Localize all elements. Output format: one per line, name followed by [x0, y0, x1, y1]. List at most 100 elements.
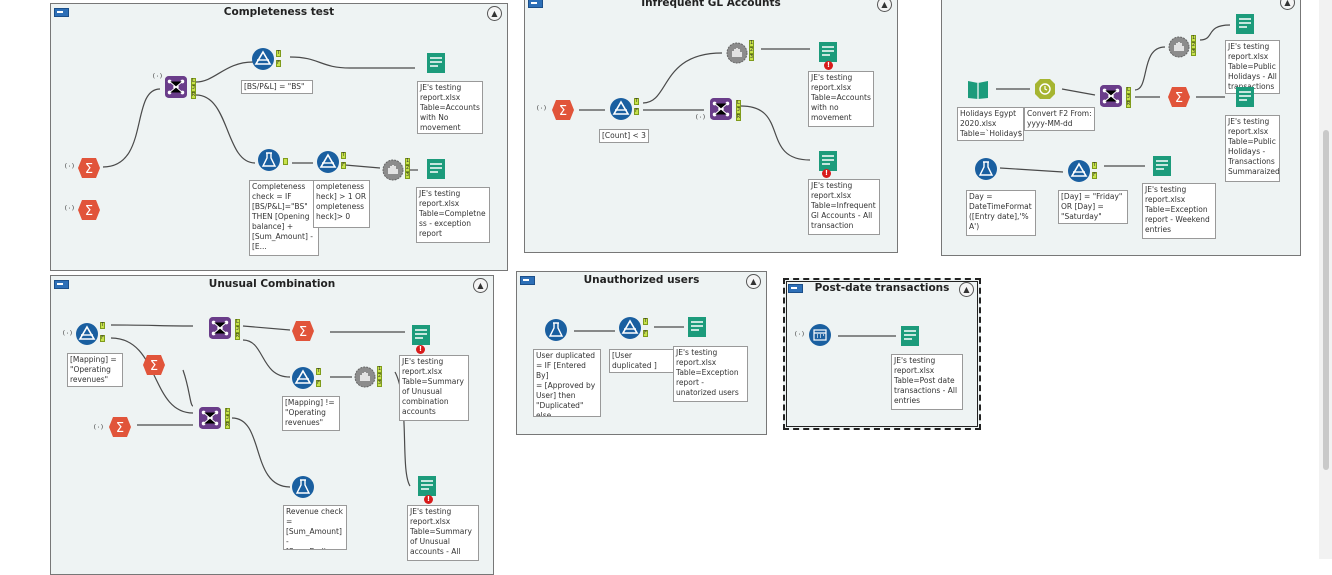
- container-header[interactable]: Completeness test ▲: [51, 4, 507, 23]
- output-anchor[interactable]: J: [1126, 94, 1131, 101]
- output-anchor[interactable]: 2: [1191, 42, 1196, 49]
- output-anchor[interactable]: 2: [377, 373, 382, 380]
- output-anchor[interactable]: R: [225, 422, 230, 429]
- datetime-tool[interactable]: [1034, 78, 1056, 100]
- filter-true-anchor[interactable]: T: [634, 98, 639, 105]
- summarize-tool[interactable]: Σ: [109, 416, 131, 438]
- output-tool[interactable]: [817, 150, 839, 172]
- output-data-icon: [1153, 156, 1171, 176]
- container-header[interactable]: Post-date transactions ▲: [785, 280, 979, 299]
- output-anchor[interactable]: L: [225, 408, 230, 415]
- output-tool[interactable]: [686, 316, 708, 338]
- collapse-button[interactable]: ▲: [487, 6, 502, 21]
- output-anchor[interactable]: J: [191, 85, 196, 92]
- output-tool[interactable]: [410, 324, 432, 346]
- output-anchor[interactable]: 1: [377, 366, 382, 373]
- container-header[interactable]: ▲: [942, 0, 1300, 10]
- output-tool[interactable]: [1151, 155, 1173, 177]
- filter-false-anchor[interactable]: F: [276, 60, 281, 67]
- summarize-tool[interactable]: Σ: [552, 99, 574, 121]
- container-header[interactable]: Unauthorized users ▲: [517, 272, 766, 291]
- output-anchor[interactable]: 2: [749, 47, 754, 54]
- output-tool[interactable]: [416, 475, 438, 497]
- filter-false-anchor[interactable]: F: [1092, 172, 1097, 179]
- browse-icon: [1168, 36, 1190, 58]
- filter-false-anchor[interactable]: F: [100, 335, 105, 342]
- tool-annotation: JE's testing report.xlsx Table=Accounts …: [417, 81, 483, 134]
- summarize-tool[interactable]: Σ: [78, 199, 100, 221]
- output-anchor[interactable]: L: [191, 78, 196, 85]
- filter-tool[interactable]: [252, 48, 274, 70]
- filter-tool[interactable]: [1068, 160, 1090, 182]
- output-anchor[interactable]: J: [225, 415, 230, 422]
- join-tool[interactable]: [710, 98, 734, 122]
- output-tool[interactable]: [1234, 13, 1256, 35]
- filter-tool[interactable]: [610, 98, 632, 120]
- summarize-tool[interactable]: Σ: [292, 320, 314, 342]
- output-anchor[interactable]: R: [736, 114, 741, 121]
- output-tool[interactable]: [425, 158, 447, 180]
- output-anchor[interactable]: R: [191, 92, 196, 99]
- summarize-tool[interactable]: Σ: [78, 157, 100, 179]
- output-anchor[interactable]: 1: [1191, 35, 1196, 42]
- output-anchor[interactable]: L: [736, 100, 741, 107]
- formula-tool[interactable]: [292, 476, 314, 498]
- output-anchor[interactable]: 3: [377, 380, 382, 387]
- collapse-button[interactable]: ▲: [473, 278, 488, 293]
- output-anchor[interactable]: [283, 158, 288, 165]
- filter-true-anchor[interactable]: T: [341, 152, 346, 159]
- container-header[interactable]: Infrequent GL Accounts ▲: [525, 0, 897, 14]
- join-tool[interactable]: [1100, 85, 1124, 109]
- filter-false-anchor[interactable]: F: [316, 380, 321, 387]
- output-anchor[interactable]: 3: [405, 172, 410, 179]
- formula-tool[interactable]: [545, 319, 567, 341]
- filter-true-anchor[interactable]: T: [276, 50, 281, 57]
- output-tool[interactable]: [1234, 86, 1256, 108]
- formula-tool[interactable]: [258, 149, 280, 171]
- collapse-button[interactable]: ▲: [877, 0, 892, 12]
- container-header[interactable]: Unusual Combination ▲: [51, 276, 493, 295]
- output-anchor[interactable]: J: [736, 107, 741, 114]
- output-anchor[interactable]: 2: [405, 165, 410, 172]
- output-tool[interactable]: [425, 52, 447, 74]
- filter-true-anchor[interactable]: T: [643, 318, 648, 325]
- collapse-button[interactable]: ▲: [746, 274, 761, 289]
- join-tool[interactable]: [209, 317, 233, 341]
- output-anchor[interactable]: L: [1126, 87, 1131, 94]
- join-tool[interactable]: [165, 76, 189, 100]
- output-tool[interactable]: [899, 325, 921, 347]
- output-anchor[interactable]: L: [235, 319, 240, 326]
- filter-tool[interactable]: [619, 317, 641, 339]
- browse-tool[interactable]: [382, 159, 404, 181]
- output-anchor[interactable]: R: [1126, 101, 1131, 108]
- output-anchor[interactable]: 3: [749, 54, 754, 61]
- filter-tool[interactable]: [317, 151, 339, 173]
- scrollbar-thumb[interactable]: [1323, 130, 1329, 470]
- datetime-filter-tool[interactable]: [809, 324, 831, 346]
- browse-tool[interactable]: [726, 42, 748, 64]
- output-anchor[interactable]: 1: [405, 158, 410, 165]
- output-anchor[interactable]: 3: [1191, 49, 1196, 56]
- filter-false-anchor[interactable]: F: [634, 108, 639, 115]
- filter-false-anchor[interactable]: F: [341, 162, 346, 169]
- filter-true-anchor[interactable]: T: [316, 368, 321, 375]
- summarize-tool[interactable]: Σ: [143, 354, 165, 376]
- browse-tool[interactable]: [1168, 36, 1190, 58]
- browse-tool[interactable]: [354, 366, 376, 388]
- filter-true-anchor[interactable]: T: [1092, 162, 1097, 169]
- formula-tool[interactable]: [975, 158, 997, 180]
- summarize-tool[interactable]: Σ: [1168, 86, 1190, 108]
- filter-tool[interactable]: [76, 323, 98, 345]
- output-anchor[interactable]: J: [235, 326, 240, 333]
- collapse-button[interactable]: ▲: [959, 282, 974, 297]
- input-tool[interactable]: [967, 78, 989, 100]
- output-anchor[interactable]: 1: [749, 40, 754, 47]
- output-anchor[interactable]: R: [235, 333, 240, 340]
- collapse-button[interactable]: ▲: [1280, 0, 1295, 10]
- filter-true-anchor[interactable]: T: [100, 322, 105, 329]
- join-tool[interactable]: [199, 407, 223, 431]
- filter-tool[interactable]: [292, 367, 314, 389]
- filter-false-anchor[interactable]: F: [643, 330, 648, 337]
- output-tool[interactable]: [817, 41, 839, 63]
